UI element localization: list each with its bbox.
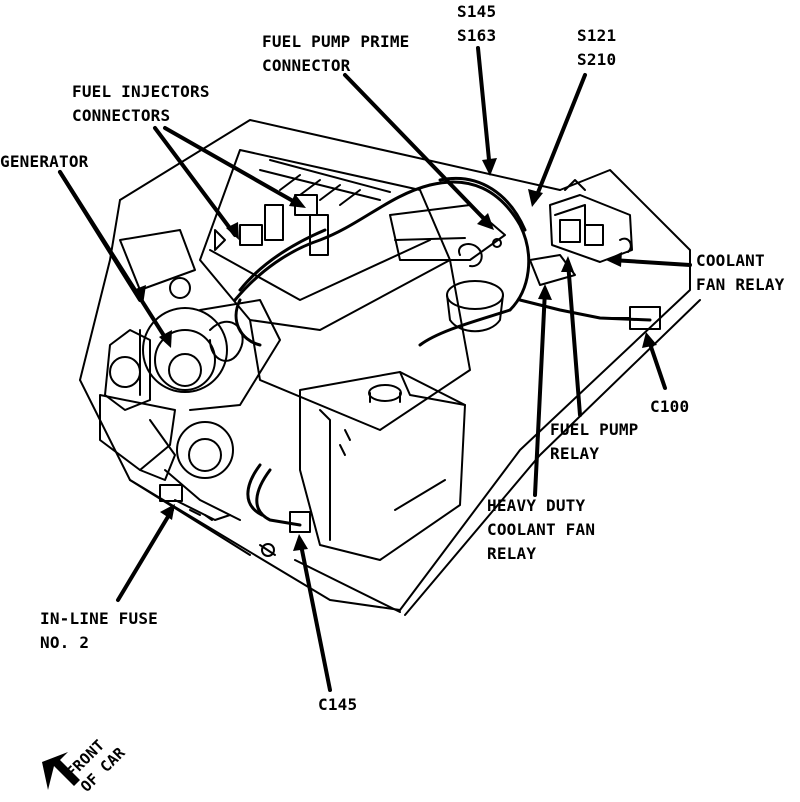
inline-fuse [159, 484, 231, 521]
coolant-reservoir [299, 371, 466, 561]
engine-block [199, 149, 506, 431]
label-c145: C145 [318, 695, 358, 714]
label-heavy-duty-coolant-fan-relay: HEAVY DUTY COOLANT FAN RELAY [487, 496, 596, 563]
wiring-harness [233, 177, 652, 527]
label-coolant-fan-relay: COOLANT FAN RELAY [696, 251, 785, 294]
compartment-outline [79, 119, 701, 616]
label-fuel-pump-prime-connector: FUEL PUMP PRIME CONNECTOR [262, 32, 410, 75]
arrow-c145 [298, 538, 332, 692]
arrow-coolant-relay [610, 258, 692, 267]
arrowheads [133, 158, 657, 551]
arrow-fuel-pump-relay [566, 260, 582, 417]
arrow-s145 [476, 46, 492, 172]
c100-connector [599, 306, 661, 330]
arrow-heavy-duty [533, 288, 547, 497]
c145-connector [259, 511, 311, 557]
label-fuel-pump-relay: FUEL PUMP RELAY [550, 420, 639, 463]
arrow-prime [343, 73, 492, 227]
relay-cluster [529, 179, 633, 286]
arrow-injector-2 [163, 126, 302, 207]
injector-connectors [214, 194, 329, 256]
arrow-generator-2 [58, 170, 170, 344]
label-inline-fuse-no2: IN-LINE FUSE NO. 2 [40, 609, 158, 652]
arrow-fuse [116, 508, 174, 602]
air-box [389, 204, 506, 261]
arrow-s121 [533, 73, 587, 202]
label-fuel-injectors-connectors: FUEL INJECTORS CONNECTORS [72, 82, 210, 125]
label-c100: C100 [650, 397, 690, 416]
label-s145-s163: S145 S163 [457, 2, 497, 45]
front-pulleys [99, 394, 241, 521]
prime-connector-area [446, 238, 504, 333]
generator-assembly [104, 229, 281, 411]
label-generator: GENERATOR [0, 152, 89, 171]
label-s121-s210: S121 S210 [577, 26, 617, 69]
front-arrow-icon [42, 752, 80, 790]
arrow-injector-1 [153, 126, 237, 237]
callout-arrows [58, 46, 692, 692]
arrow-c100 [646, 336, 667, 390]
